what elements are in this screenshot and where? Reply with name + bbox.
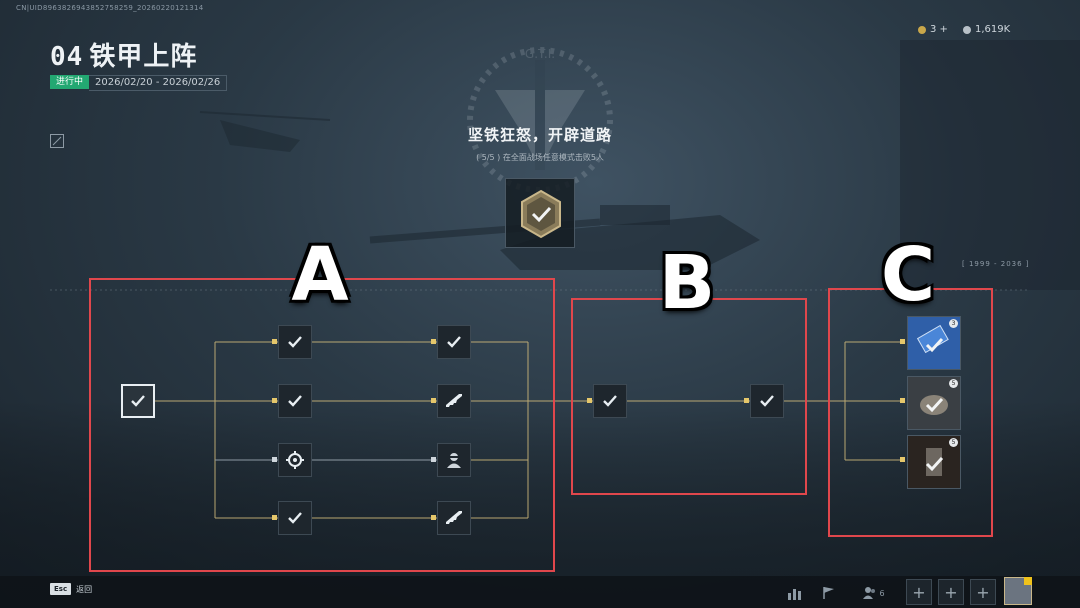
notification-badge	[1024, 577, 1032, 585]
a-col1-row1[interactable]	[278, 325, 312, 359]
back-label: 返回	[76, 584, 93, 594]
check-icon	[603, 395, 617, 407]
emblem-text: G.T.I.	[525, 47, 555, 61]
event-title: 铁甲上阵	[89, 42, 198, 72]
esc-key: Esc	[50, 583, 72, 595]
task-description: ( 5/5 ) 在全面战场任意模式击败5人	[476, 153, 604, 162]
currency-gold-value: 3 +	[930, 24, 948, 35]
currency-silver-value: 1,619K	[975, 24, 1011, 35]
expand-icon[interactable]	[50, 134, 64, 148]
card-icon	[916, 324, 949, 354]
gti-emblem: G.T.I.	[467, 47, 613, 193]
hex-badge-icon	[521, 189, 561, 239]
check-icon	[760, 395, 774, 407]
flag-icon	[823, 587, 834, 599]
rifle-icon	[446, 511, 462, 524]
year-range: [ 1999 - 2036 ]	[962, 260, 1030, 268]
status-badge: 进行中	[50, 75, 90, 89]
keychain-icon	[925, 448, 944, 476]
check-icon	[288, 395, 302, 407]
a-col2-row4[interactable]	[437, 501, 471, 535]
section-c-box	[828, 288, 993, 537]
team-button[interactable]: 6	[860, 584, 888, 602]
check-icon	[288, 336, 302, 348]
team-icon	[863, 587, 876, 599]
silver-coin-icon	[963, 25, 971, 34]
bottom-bar	[0, 576, 1080, 608]
section-b-label: B	[658, 240, 716, 326]
target-icon	[286, 451, 304, 469]
operator-icon	[447, 453, 461, 468]
section-a-box	[89, 278, 555, 572]
section-c-label: C	[880, 232, 936, 318]
armor-icon	[920, 395, 948, 415]
event-number: 04	[50, 42, 84, 72]
a-col2-row1[interactable]	[437, 325, 471, 359]
debug-uid: CN|UID8963826943852758259_20260220121314	[16, 4, 204, 12]
b-node-2[interactable]	[750, 384, 784, 418]
player-avatar[interactable]	[1004, 577, 1032, 605]
squad-slot-1[interactable]: +	[906, 579, 932, 605]
currency-gold[interactable]: 3 +	[918, 24, 948, 35]
section-a-label: A	[291, 232, 349, 318]
rifle-icon	[446, 394, 462, 407]
prize-card[interactable]: 3	[907, 316, 961, 370]
back-button[interactable]: Esc 返回	[50, 583, 92, 595]
bar-chart-icon	[788, 589, 801, 600]
a-col1-row4[interactable]	[278, 501, 312, 535]
task-title: 坚铁狂怒，开辟道路	[467, 126, 612, 144]
prize-keychain[interactable]: 5	[907, 435, 961, 489]
team-count: 6	[879, 588, 885, 598]
a-col1-row3[interactable]	[278, 443, 312, 477]
currency-silver[interactable]: 1,619K	[963, 24, 1010, 35]
a-col1-row2[interactable]	[278, 384, 312, 418]
b-node-1[interactable]	[593, 384, 627, 418]
task-reward[interactable]	[505, 178, 575, 248]
prize-tag: 3	[949, 319, 958, 328]
a-col2-row3[interactable]	[437, 443, 471, 477]
flag-button[interactable]	[820, 584, 838, 602]
start-node[interactable]	[121, 384, 155, 418]
check-icon	[288, 512, 302, 524]
a-col2-row2[interactable]	[437, 384, 471, 418]
prize-tag: 5	[949, 438, 958, 447]
stats-button[interactable]	[786, 584, 804, 602]
section-b-box	[571, 298, 807, 495]
date-range: 2026/02/20 - 2026/02/26	[89, 75, 228, 91]
squad-slot-3[interactable]: +	[970, 579, 996, 605]
coin-icon	[918, 25, 926, 34]
prize-item[interactable]: 5	[907, 376, 961, 430]
squad-slot-2[interactable]: +	[938, 579, 964, 605]
prize-tag: 5	[949, 379, 958, 388]
check-icon	[447, 336, 461, 348]
check-icon	[131, 395, 145, 407]
